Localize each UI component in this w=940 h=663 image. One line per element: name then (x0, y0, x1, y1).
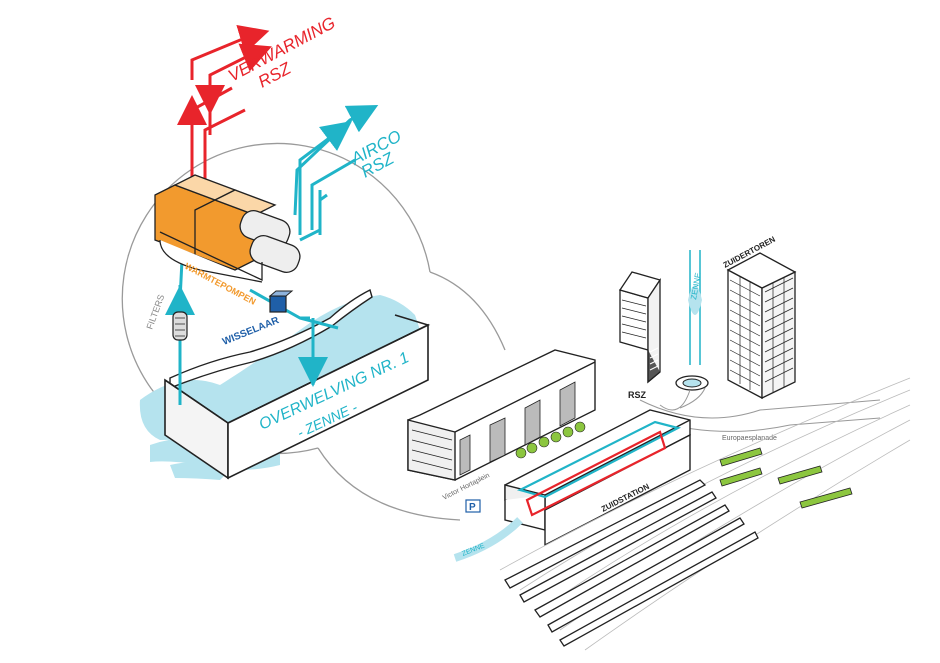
rsz-label: RSZ (628, 390, 647, 400)
zuidstation-building (504, 409, 691, 547)
trees (515, 421, 586, 459)
zenne-left-label: ZENNE (461, 542, 486, 558)
parking-sign: P (465, 499, 481, 513)
heat-exchanger-icon (268, 290, 294, 313)
europaesplanade-label: Europaesplanade (722, 435, 777, 442)
filter-icon (172, 311, 188, 341)
office-block (407, 349, 596, 481)
heat-pumps (154, 174, 301, 283)
zenne-left-channel (453, 517, 523, 562)
platforms (504, 479, 759, 647)
left-tower (618, 271, 662, 384)
filters-label: FILTERS (144, 293, 166, 331)
cooling-pipes (178, 104, 379, 405)
trains (719, 447, 853, 509)
svg-text:P: P (469, 502, 476, 513)
heating-loop (525, 430, 667, 517)
zuidertoren-tower (726, 252, 797, 400)
zenne-channel (675, 250, 709, 391)
wisselaar-label: WISSELAAR (221, 315, 281, 348)
